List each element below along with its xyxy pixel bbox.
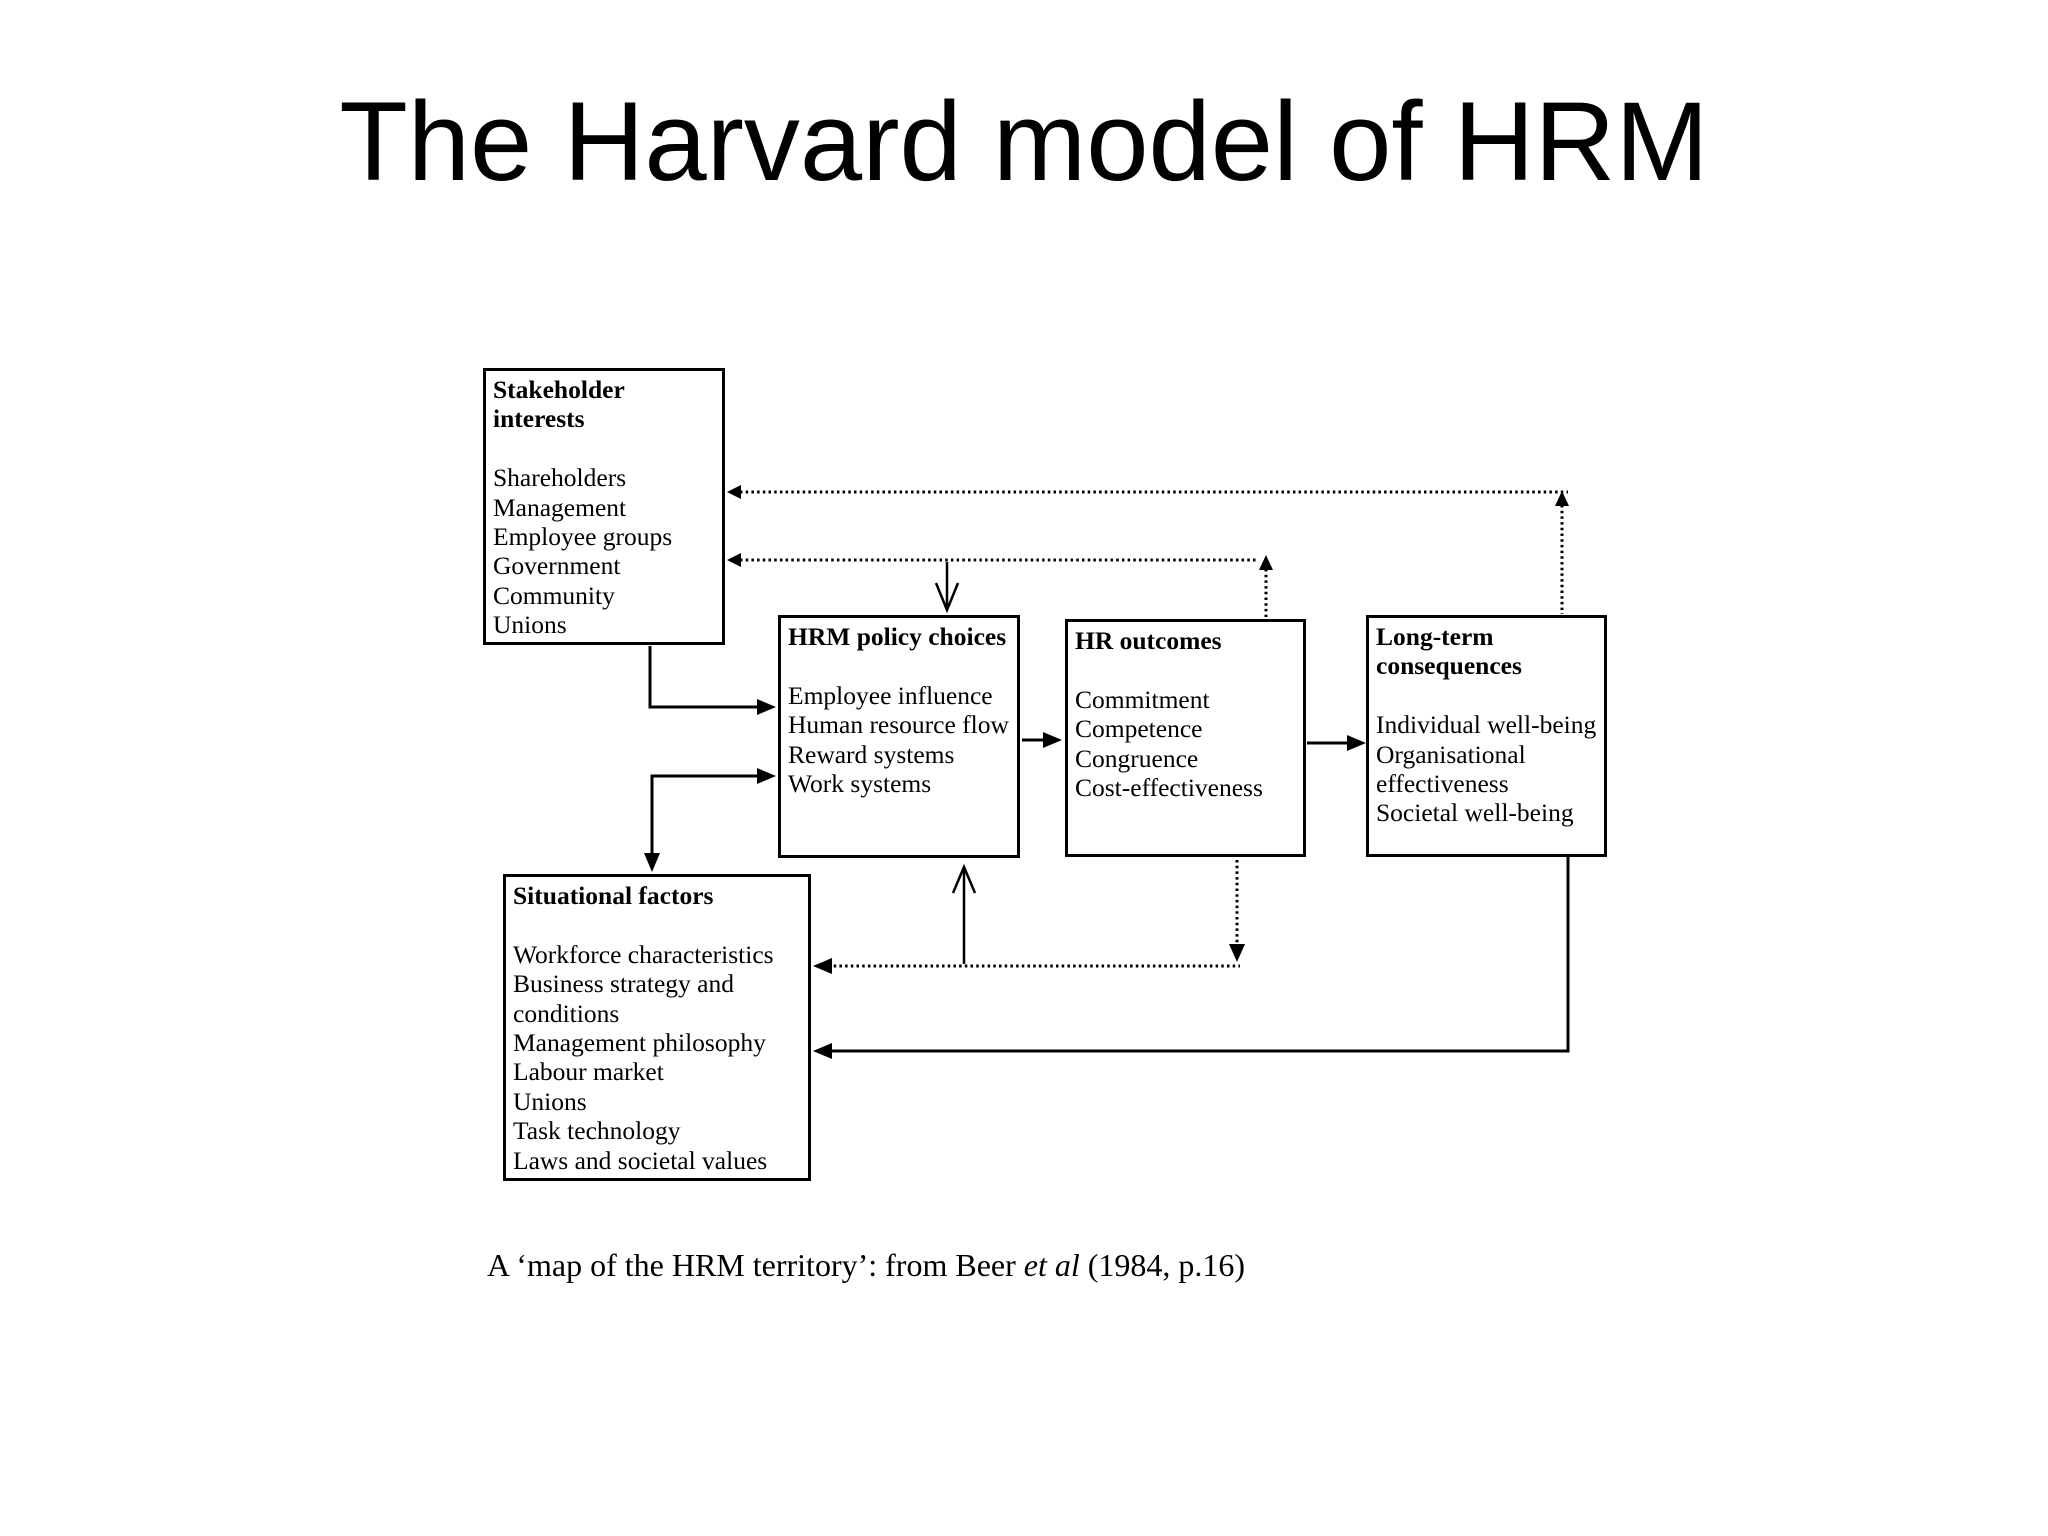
arrowhead-left-into-stakeholder-bottom-icon bbox=[727, 553, 741, 567]
arrowhead-left-into-situational-solid-icon bbox=[813, 1043, 832, 1059]
box-list-item: Laws and societal values bbox=[513, 1145, 768, 1175]
box-list-item: Task technology bbox=[513, 1116, 681, 1146]
box-list-item: Commitment bbox=[1075, 684, 1210, 714]
thin-down-arrowhead-icon bbox=[934, 582, 960, 614]
long-term-consequences-box: Long-term consequences Individual well-b… bbox=[1366, 615, 1607, 857]
arrowhead-into-hrm-upper-icon bbox=[757, 699, 776, 715]
arrowhead-up-from-hroutcomes-icon bbox=[1259, 555, 1273, 570]
connector-longterm-to-situational bbox=[831, 857, 1570, 1053]
caption-italic: et al bbox=[1023, 1247, 1080, 1283]
box-list-item: Business strategy and conditions bbox=[513, 969, 734, 1028]
box-list-item: Workforce characteristics bbox=[513, 939, 774, 969]
box-list-item: Unions bbox=[493, 610, 567, 640]
box-list-item: Government bbox=[493, 551, 621, 581]
source-caption: A ‘map of the HRM territory’: from Beer … bbox=[487, 1246, 1245, 1284]
box-list-item: Shareholders bbox=[493, 463, 627, 493]
arrowhead-into-hrm-lower-icon bbox=[757, 768, 776, 784]
box-list-item: Employee groups bbox=[493, 522, 673, 552]
box-title: Stakeholder interests bbox=[493, 375, 625, 434]
page-title: The Harvard model of HRM bbox=[339, 79, 1709, 204]
box-list-item: Cost-effectiveness bbox=[1075, 773, 1263, 803]
situational-factors-box: Situational factors Workforce characteri… bbox=[503, 874, 811, 1181]
box-list-item: Congruence bbox=[1075, 743, 1199, 773]
caption-prefix: A ‘map of the HRM territory’: from Beer bbox=[487, 1247, 1024, 1283]
box-title: Situational factors bbox=[513, 881, 714, 910]
box-title: HRM policy choices bbox=[788, 622, 1007, 651]
box-list-item: Management philosophy bbox=[513, 1028, 766, 1058]
arrowhead-down-dotted-corner-icon bbox=[1229, 944, 1245, 962]
box-list-item: Human resource flow bbox=[788, 710, 1009, 740]
box-list-item: Reward systems bbox=[788, 739, 955, 769]
caption-suffix: (1984, p.16) bbox=[1079, 1247, 1246, 1283]
box-list-item: Societal well-being bbox=[1376, 798, 1574, 828]
box-list-item: Management bbox=[493, 492, 627, 522]
box-list-item: Unions bbox=[513, 1086, 587, 1116]
thin-up-arrowhead-icon bbox=[951, 863, 977, 894]
arrowhead-down-into-situational-icon bbox=[644, 853, 660, 872]
box-list-item: Community bbox=[493, 580, 615, 610]
box-list-item: Individual well-being bbox=[1376, 710, 1597, 740]
arrowhead-into-longterm-icon bbox=[1347, 735, 1366, 751]
box-list-item: Organisational effectiveness bbox=[1376, 739, 1526, 799]
box-title: Long-term consequences bbox=[1376, 622, 1522, 681]
arrowhead-up-from-longterm-icon bbox=[1555, 491, 1569, 506]
arrowhead-left-into-stakeholder-top-icon bbox=[727, 485, 741, 499]
connector-situational-hrm-elbow bbox=[650, 774, 758, 853]
box-list-item: Work systems bbox=[788, 769, 932, 799]
box-list-item: Competence bbox=[1075, 714, 1203, 744]
box-list-item: Employee influence bbox=[788, 680, 993, 710]
box-title: HR outcomes bbox=[1075, 626, 1222, 655]
arrowhead-into-hroutcomes-icon bbox=[1043, 732, 1062, 748]
arrowhead-left-into-situational-dotted-icon bbox=[813, 958, 832, 974]
connector-stakeholder-to-hrm bbox=[648, 646, 758, 709]
box-list-item: Labour market bbox=[513, 1057, 664, 1087]
